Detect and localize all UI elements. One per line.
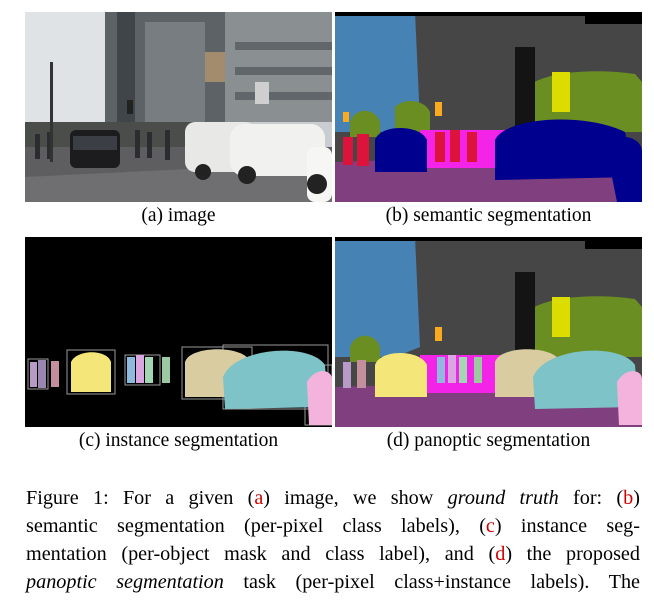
panel-c-instance [25, 237, 332, 427]
caption-c: (c) instance segmentation [78, 430, 279, 451]
figure-caption-line-1: Figure 1: For a given (a) image, we show… [26, 487, 640, 509]
ref-link-a[interactable]: a [254, 487, 264, 509]
caption-d: (d) panoptic segmentation [386, 430, 591, 451]
figure-caption-line-4: panoptic segmentation task (per-pixel cl… [26, 571, 640, 593]
street-photo [25, 12, 332, 202]
figure-caption-line-2: semantic segmentation (per-pixel class l… [26, 515, 640, 537]
semantic-segmentation-map [335, 12, 642, 202]
ref-link-d[interactable]: d [495, 543, 506, 565]
panel-d-panoptic [335, 237, 642, 427]
ref-link-c[interactable]: c [485, 515, 495, 537]
caption-a: (a) image [141, 205, 216, 226]
figure-caption: Figure 1: For a given (a) image, we show… [26, 484, 640, 596]
ref-link-b[interactable]: b [623, 487, 634, 509]
caption-b: (b) semantic segmentation [385, 205, 592, 226]
panel-b-semantic [335, 12, 642, 202]
panel-a-image [25, 12, 332, 202]
figure-caption-line-3: mentation (per-object mask and class lab… [26, 543, 640, 565]
panoptic-segmentation-map [335, 237, 642, 427]
instance-segmentation-map [25, 237, 332, 427]
